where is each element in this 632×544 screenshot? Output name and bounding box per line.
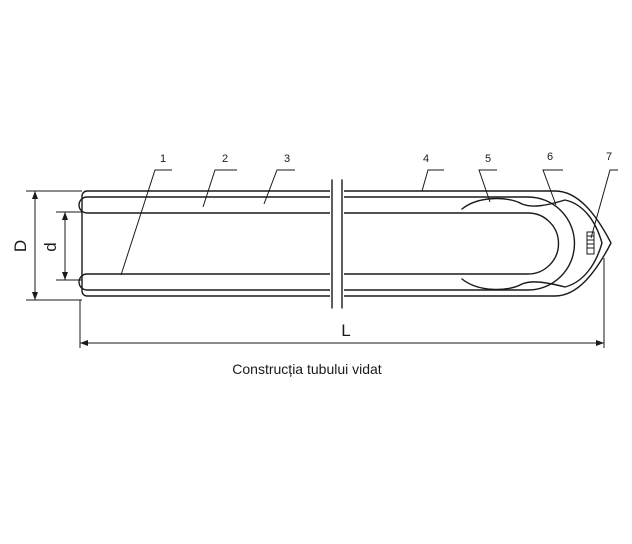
part-label-3: 3 (284, 153, 290, 165)
dimension-D (26, 190, 82, 301)
dimension-L-label: L (341, 321, 350, 340)
part-label-6: 6 (547, 151, 553, 163)
dimension-D-label: D (11, 240, 30, 252)
dimension-d (56, 211, 82, 281)
dimension-L (79, 258, 605, 348)
outer-tube (81, 190, 612, 297)
inner-tube (78, 196, 576, 291)
break-marks (330, 179, 344, 309)
support-ring (461, 197, 603, 291)
part-label-2: 2 (222, 153, 228, 165)
part-label-1: 1 (160, 153, 166, 165)
leader-lines (120, 169, 618, 276)
part-label-4: 4 (423, 153, 429, 165)
figure-caption: Construcția tubului vidat (232, 361, 382, 377)
part-label-7: 7 (606, 151, 612, 163)
spring-element (586, 231, 595, 255)
dimension-d-label: d (41, 242, 60, 251)
part-label-5: 5 (485, 153, 491, 165)
